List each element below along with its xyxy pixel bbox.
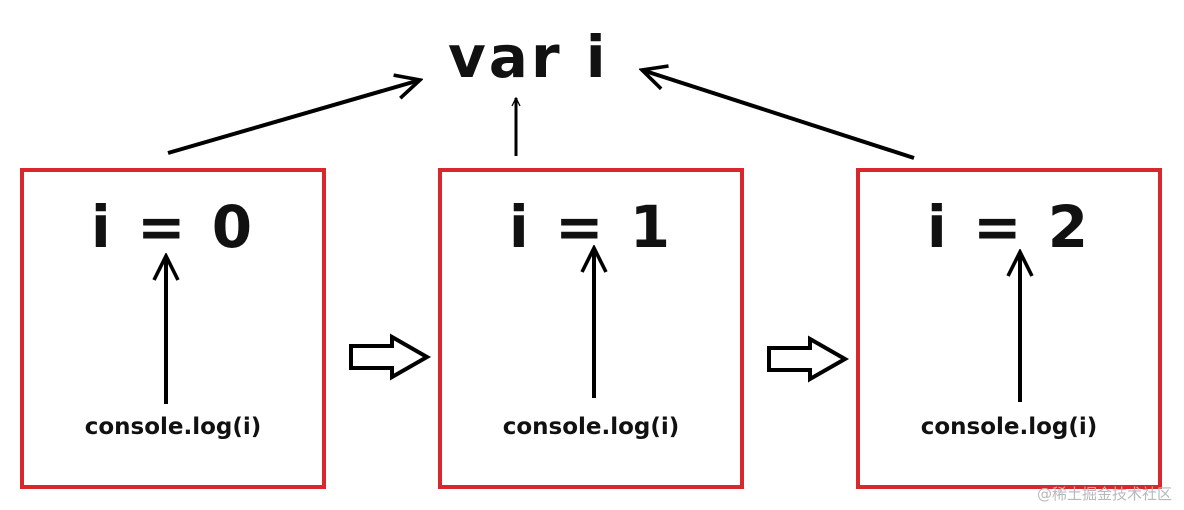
block-arrow-0-to-1	[349, 333, 432, 381]
console-log-label-1: console.log(i)	[502, 414, 680, 440]
arrow-box0-to-var	[167, 80, 420, 155]
assignment-label-1: i = 1	[508, 193, 674, 261]
assignment-label-0: i = 0	[90, 193, 256, 261]
scope-box-1: i = 1 console.log(i)	[438, 168, 744, 489]
scope-box-0: i = 0 console.log(i)	[20, 168, 326, 489]
scope-box-2: i = 2 console.log(i)	[856, 168, 1162, 489]
block-arrow-1-to-2	[767, 335, 850, 383]
assignment-label-2: i = 2	[926, 193, 1092, 261]
var-i-label: var i	[448, 23, 609, 91]
console-log-label-2: console.log(i)	[920, 414, 1098, 440]
console-log-label-0: console.log(i)	[84, 414, 262, 440]
arrow-box2-to-var	[642, 70, 915, 160]
watermark: @稀土掘金技术社区	[1036, 485, 1172, 503]
